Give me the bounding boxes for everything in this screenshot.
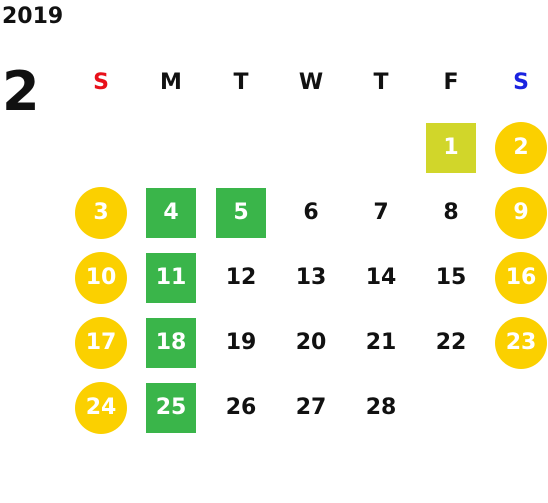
calendar-day[interactable]: 13 bbox=[276, 245, 346, 310]
day-number: 28 bbox=[365, 395, 397, 420]
weekday-thursday: T bbox=[373, 70, 389, 95]
day-number: 22 bbox=[435, 330, 467, 355]
weekday-tuesday: T bbox=[233, 70, 249, 95]
calendar-day[interactable]: 20 bbox=[276, 310, 346, 375]
day-number: 27 bbox=[295, 395, 327, 420]
day-number: 8 bbox=[443, 200, 459, 225]
calendar-day[interactable]: 3 bbox=[66, 180, 136, 245]
day-number: 25 bbox=[155, 395, 187, 420]
empty-cell bbox=[136, 115, 206, 180]
weekday-wednesday: W bbox=[298, 70, 324, 95]
calendar-day[interactable]: 8 bbox=[416, 180, 486, 245]
day-number: 6 bbox=[303, 200, 319, 225]
empty-cell bbox=[416, 375, 486, 440]
calendar-day[interactable]: 23 bbox=[486, 310, 548, 375]
calendar-day[interactable]: 19 bbox=[206, 310, 276, 375]
day-number: 16 bbox=[505, 265, 537, 290]
calendar-day[interactable]: 7 bbox=[346, 180, 416, 245]
calendar-day[interactable]: 5 bbox=[206, 180, 276, 245]
empty-cell bbox=[206, 115, 276, 180]
calendar-day[interactable]: 26 bbox=[206, 375, 276, 440]
day-number: 2 bbox=[513, 135, 529, 160]
year-label: 2019 bbox=[2, 4, 64, 29]
day-number: 3 bbox=[93, 200, 109, 225]
empty-cell bbox=[346, 115, 416, 180]
empty-cell bbox=[486, 375, 548, 440]
weekday-saturday: S bbox=[513, 70, 529, 95]
day-number: 21 bbox=[365, 330, 397, 355]
calendar-grid: S M T W T F S 1 2 3 4 5 6 7 8 9 10 11 12… bbox=[66, 50, 548, 440]
day-number: 13 bbox=[295, 265, 327, 290]
calendar-day[interactable]: 22 bbox=[416, 310, 486, 375]
calendar-day[interactable]: 18 bbox=[136, 310, 206, 375]
calendar-day[interactable]: 14 bbox=[346, 245, 416, 310]
day-number: 23 bbox=[505, 330, 537, 355]
empty-cell bbox=[66, 115, 136, 180]
calendar-day[interactable]: 27 bbox=[276, 375, 346, 440]
calendar-day[interactable]: 11 bbox=[136, 245, 206, 310]
calendar-day[interactable]: 9 bbox=[486, 180, 548, 245]
day-number: 5 bbox=[233, 200, 249, 225]
weekday-monday: M bbox=[160, 70, 182, 95]
calendar-day[interactable]: 4 bbox=[136, 180, 206, 245]
calendar-day[interactable]: 2 bbox=[486, 115, 548, 180]
day-number: 24 bbox=[85, 395, 117, 420]
day-number: 19 bbox=[225, 330, 257, 355]
day-number: 14 bbox=[365, 265, 397, 290]
day-number: 7 bbox=[373, 200, 389, 225]
calendar-day[interactable]: 6 bbox=[276, 180, 346, 245]
day-number: 18 bbox=[155, 330, 187, 355]
month-label: 2 bbox=[2, 60, 40, 123]
calendar-day[interactable]: 16 bbox=[486, 245, 548, 310]
calendar-day[interactable]: 28 bbox=[346, 375, 416, 440]
calendar-day[interactable]: 1 bbox=[416, 115, 486, 180]
day-number: 9 bbox=[513, 200, 529, 225]
calendar-day[interactable]: 21 bbox=[346, 310, 416, 375]
calendar-day[interactable]: 25 bbox=[136, 375, 206, 440]
calendar-day[interactable]: 24 bbox=[66, 375, 136, 440]
day-number: 4 bbox=[163, 200, 179, 225]
weekday-friday: F bbox=[443, 70, 459, 95]
day-number: 12 bbox=[225, 265, 257, 290]
calendar-day[interactable]: 10 bbox=[66, 245, 136, 310]
day-number: 10 bbox=[85, 265, 117, 290]
day-number: 20 bbox=[295, 330, 327, 355]
weekday-sunday: S bbox=[93, 70, 109, 95]
day-number: 26 bbox=[225, 395, 257, 420]
calendar-day[interactable]: 15 bbox=[416, 245, 486, 310]
calendar-day[interactable]: 12 bbox=[206, 245, 276, 310]
day-number: 1 bbox=[443, 135, 459, 160]
day-number: 11 bbox=[155, 265, 187, 290]
calendar-day[interactable]: 17 bbox=[66, 310, 136, 375]
empty-cell bbox=[276, 115, 346, 180]
day-number: 15 bbox=[435, 265, 467, 290]
day-number: 17 bbox=[85, 330, 117, 355]
